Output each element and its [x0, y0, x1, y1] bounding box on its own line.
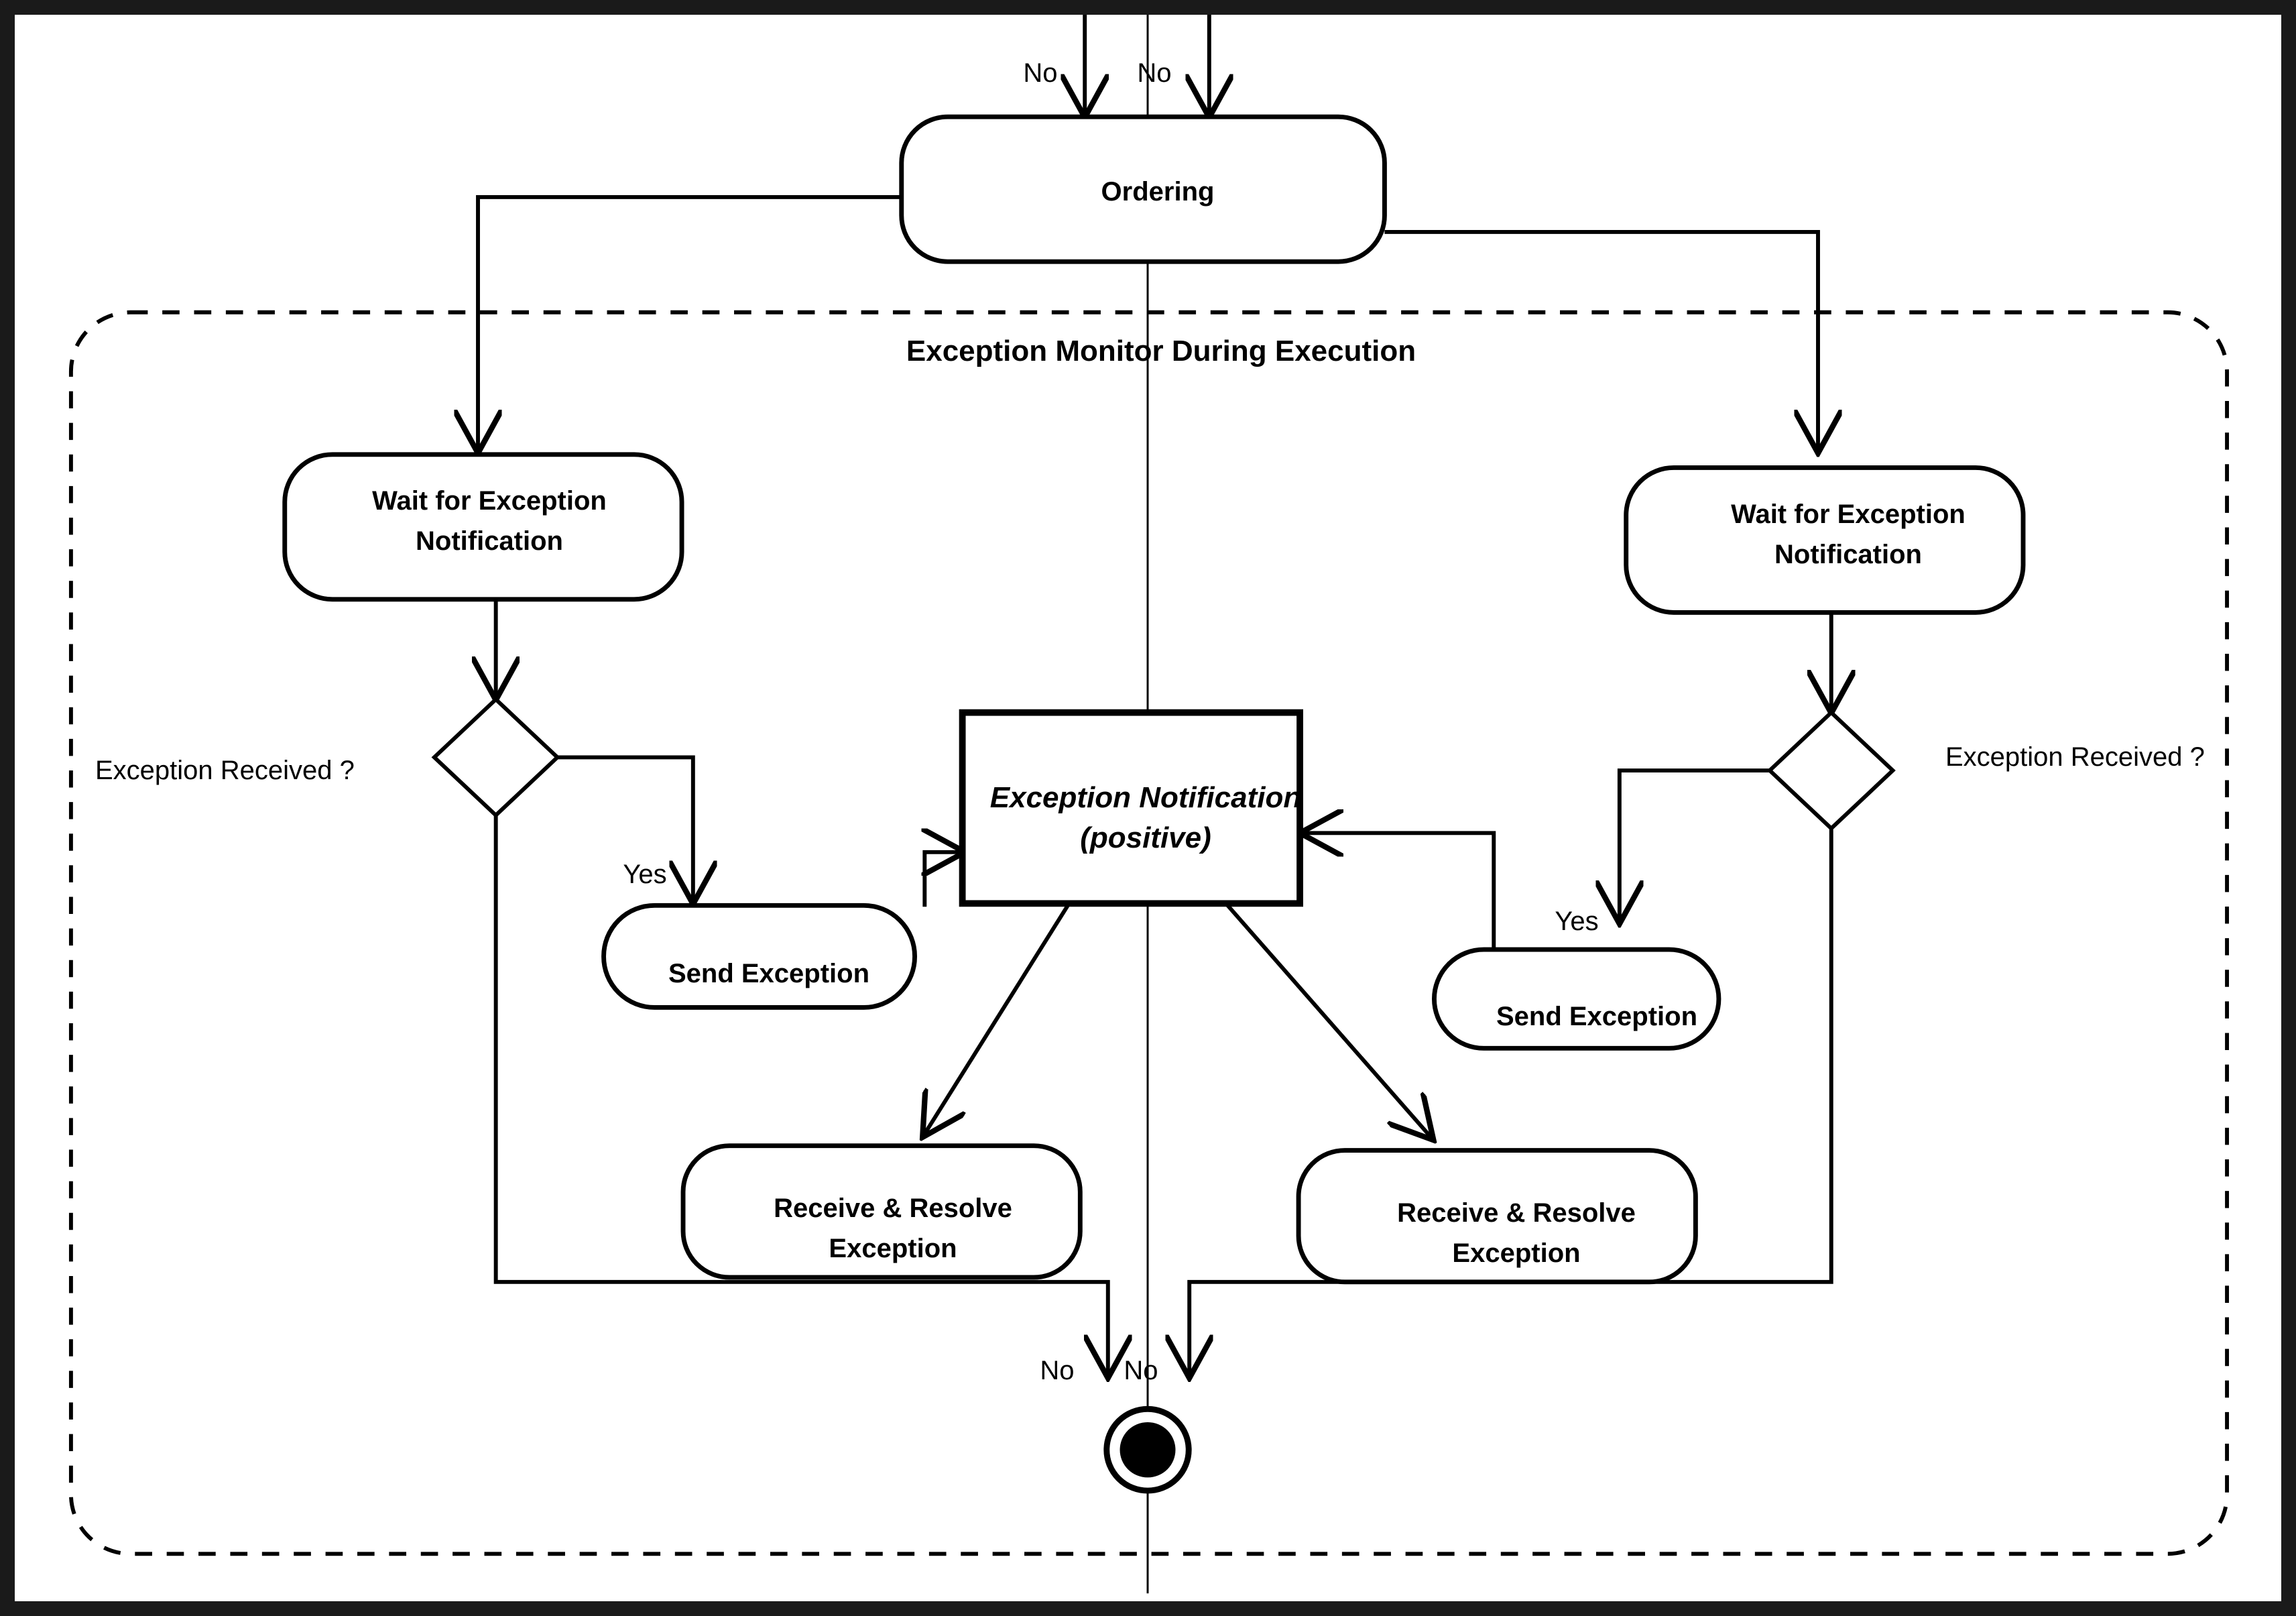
exception-notification-signal-shape	[959, 709, 1303, 907]
exception-monitor-region-border	[68, 310, 2230, 1556]
wait-right-node-shape	[1624, 465, 2026, 615]
send-right-node-shape	[1431, 947, 1721, 1051]
wait-left-node-shape	[282, 452, 684, 602]
receive-right-node-shape	[1296, 1148, 1698, 1285]
edge-send-right-to-signal	[1304, 833, 1496, 950]
ordering-node-shape	[899, 114, 1387, 264]
edge-signal-to-receive-right	[1225, 903, 1431, 1137]
edge-send-left-to-signal	[924, 852, 961, 907]
edge-ordering-to-wait-right	[1384, 230, 1818, 449]
edge-no-left-to-final	[493, 815, 1108, 1374]
final-state-inner-dot	[1120, 1422, 1176, 1478]
edge-yes-left-to-send	[557, 755, 692, 900]
edge-ordering-to-wait-left	[478, 194, 902, 449]
receive-left-node-shape	[680, 1143, 1083, 1280]
send-left-node-shape	[601, 903, 917, 1010]
decision-left-shape	[431, 696, 560, 818]
edge-signal-to-receive-left	[924, 903, 1071, 1134]
decision-right-shape	[1766, 709, 1896, 831]
edge-yes-right-to-send	[1620, 768, 1770, 920]
edge-no-right-to-final	[1189, 828, 1833, 1374]
activity-diagram-graphics	[68, 15, 2230, 1594]
